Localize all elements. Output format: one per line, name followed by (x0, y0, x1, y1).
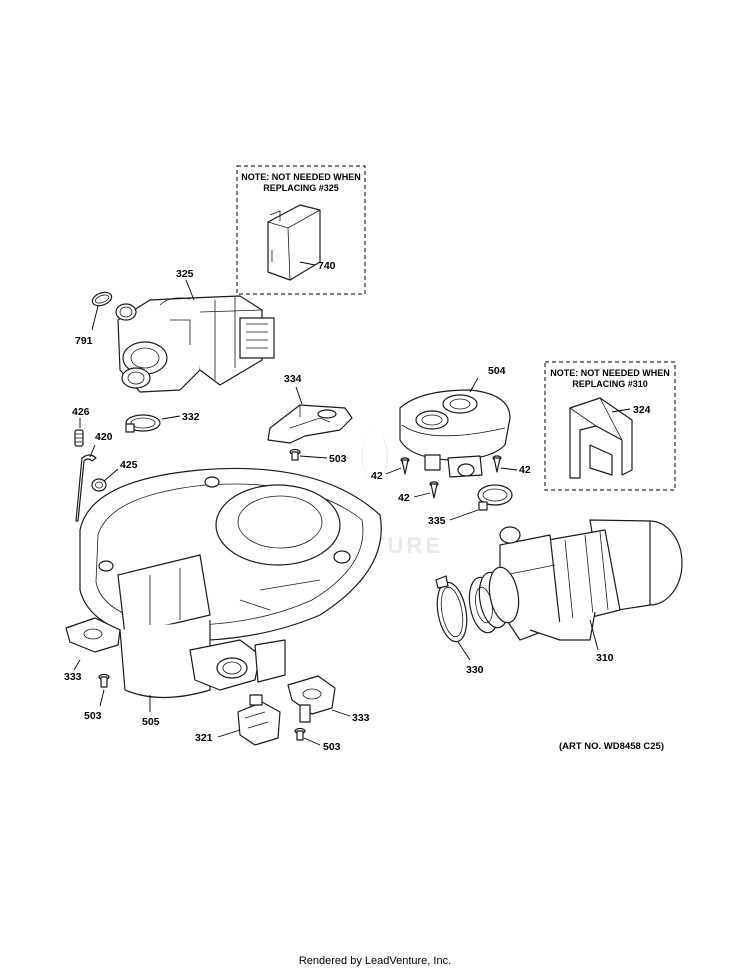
screw-503-bottom[interactable] (294, 727, 306, 741)
art-number: (ART NO. WD8458 C25) (559, 741, 664, 752)
note-box-740: NOTE: NOT NEEDED WHEN REPLACING #325 740 (236, 165, 366, 295)
bracket-740[interactable] (267, 204, 321, 281)
callout-321: 321 (195, 732, 213, 744)
clamp-330[interactable] (433, 575, 471, 644)
callout-335: 335 (428, 515, 446, 527)
callout-740: 740 (318, 260, 336, 272)
bracket-333-left[interactable] (65, 617, 121, 653)
callout-333: 333 (352, 712, 370, 724)
screw-503-top[interactable] (289, 448, 301, 461)
note-line2: REPLACING #310 (572, 379, 648, 389)
callout-334: 334 (284, 373, 302, 385)
o-ring-791[interactable] (91, 290, 114, 308)
footer-credit: Rendered by LeadVenture, Inc. (298, 955, 452, 967)
clamp-335[interactable] (477, 484, 513, 511)
callout-503: 503 (329, 453, 347, 465)
clip-420[interactable] (75, 454, 97, 522)
callout-503: 503 (323, 741, 341, 753)
note-line1: NOTE: NOT NEEDED WHEN (550, 368, 670, 378)
sensor-321[interactable] (237, 694, 281, 746)
screw-426[interactable] (74, 429, 84, 447)
callout-791: 791 (75, 335, 93, 347)
callout-325: 325 (176, 268, 194, 280)
bracket-333-right[interactable] (287, 675, 336, 723)
cover-324[interactable] (569, 397, 633, 479)
callout-505: 505 (142, 716, 160, 728)
callout-324: 324 (633, 404, 651, 416)
grommet-425[interactable] (91, 478, 107, 492)
callout-42: 42 (519, 464, 531, 476)
callout-42: 42 (398, 492, 410, 504)
callout-333: 333 (64, 671, 82, 683)
screw-42-b[interactable] (492, 455, 502, 473)
bracket-334[interactable] (267, 404, 353, 444)
screw-503-left[interactable] (98, 673, 110, 688)
note-line2: REPLACING #325 (263, 183, 339, 193)
callout-426: 426 (72, 406, 90, 418)
bellows-330[interactable] (465, 565, 522, 635)
callout-332: 332 (182, 411, 200, 423)
callout-425: 425 (120, 459, 138, 471)
callout-310: 310 (596, 652, 614, 664)
screw-42-a[interactable] (400, 457, 410, 475)
callout-330: 330 (466, 664, 484, 676)
callout-503: 503 (84, 710, 102, 722)
callout-420: 420 (95, 431, 113, 443)
sump-505[interactable] (79, 467, 382, 699)
callout-504: 504 (488, 365, 506, 377)
manifold-504[interactable] (399, 389, 511, 478)
callout-42: 42 (371, 470, 383, 482)
note-line1: NOTE: NOT NEEDED WHEN (241, 172, 361, 182)
circulation-pump-310[interactable] (499, 519, 683, 641)
drain-pump-325[interactable] (115, 295, 275, 393)
note-box-324: NOTE: NOT NEEDED WHEN REPLACING #310 324 (544, 361, 676, 491)
clamp-332[interactable] (125, 414, 161, 433)
screw-42-c[interactable] (429, 481, 439, 499)
